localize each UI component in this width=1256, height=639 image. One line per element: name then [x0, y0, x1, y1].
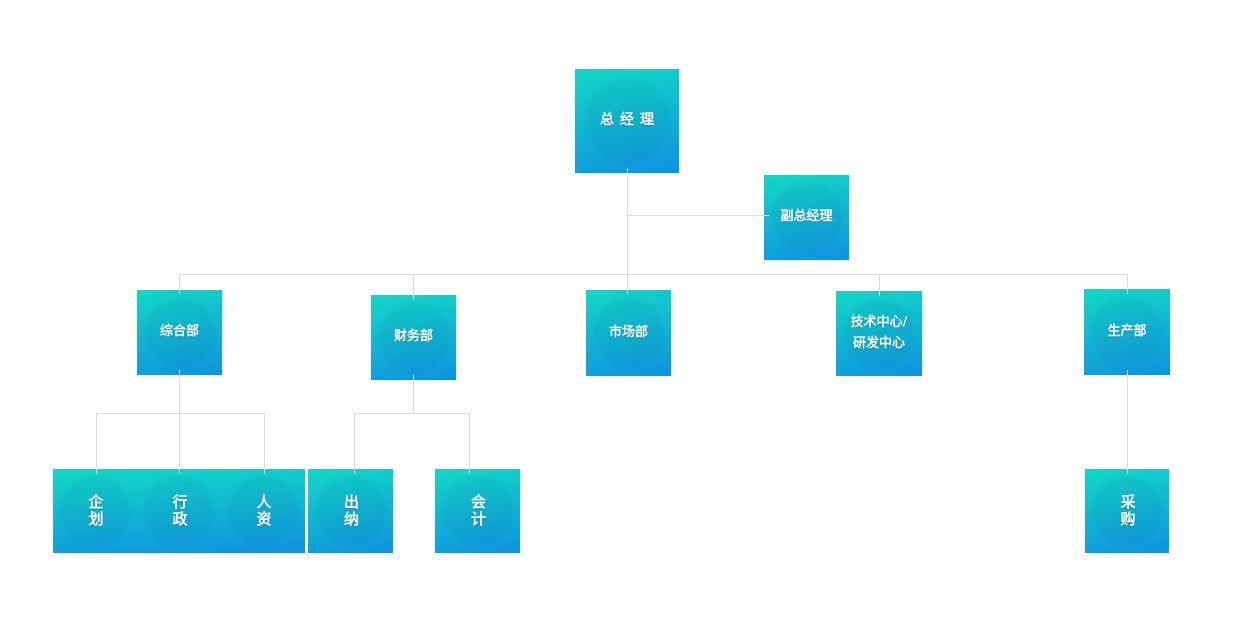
node-purchasing: 采购 [1085, 469, 1169, 553]
connector-line [179, 274, 1127, 275]
connector-tick [354, 469, 355, 474]
connector-line [179, 274, 180, 290]
connector-line [354, 413, 355, 469]
node-label: 人资 [254, 494, 273, 528]
connector-line [627, 274, 628, 291]
connector-tick [179, 370, 180, 375]
connector-tick [764, 215, 769, 216]
node-label: 副总经理 [780, 209, 833, 225]
node-general-affairs-dept: 综合部 [137, 290, 222, 375]
connector-tick [96, 469, 97, 474]
connector-line [1127, 274, 1128, 290]
node-label: 行政 [170, 494, 189, 528]
connector-line [413, 380, 414, 413]
connector-line [1127, 375, 1128, 469]
connector-line [179, 413, 180, 469]
connector-line [627, 215, 764, 216]
connector-tick [413, 375, 414, 380]
connector-line [879, 274, 880, 291]
node-tech-rd-center: 技术中心/ 研发中心 [836, 291, 922, 376]
node-label: 出纳 [342, 494, 360, 528]
node-label: 市场部 [608, 324, 648, 340]
node-production-dept: 生产部 [1084, 289, 1170, 375]
node-label: 企划 [86, 494, 105, 528]
connector-line [354, 413, 469, 414]
node-planning: 企划 [53, 469, 137, 553]
connector-line [264, 413, 265, 469]
connector-tick [1127, 469, 1128, 474]
node-cashier: 出纳 [308, 469, 393, 553]
node-label: 采购 [1118, 494, 1137, 528]
node-general-manager: 总经理 [575, 69, 679, 173]
node-label: 财务部 [393, 329, 433, 345]
connector-tick [179, 469, 180, 474]
connector-tick [264, 469, 265, 474]
connector-tick [1127, 370, 1128, 375]
node-label: 技术中心/ 研发中心 [850, 315, 908, 351]
node-group-general-affairs-children: 企划 行政 人资 [53, 469, 305, 553]
connector-line [413, 274, 414, 295]
connector-line [469, 413, 470, 469]
connector-tick [627, 290, 628, 295]
node-label: 生产部 [1107, 323, 1147, 339]
node-label: 综合部 [159, 324, 199, 340]
connector-tick [627, 168, 628, 173]
node-finance-dept: 财务部 [371, 295, 456, 380]
connector-line [627, 173, 628, 274]
node-administration: 行政 [137, 469, 221, 553]
connector-line [96, 413, 264, 414]
node-accounting: 会计 [435, 469, 520, 553]
connector-line [96, 413, 97, 469]
connector-line [179, 375, 180, 413]
node-label: 总经理 [600, 112, 660, 129]
connector-tick [179, 290, 180, 295]
node-marketing-dept: 市场部 [586, 290, 671, 376]
node-human-resources: 人资 [221, 469, 305, 553]
connector-tick [1127, 289, 1128, 294]
connector-tick [879, 291, 880, 296]
connector-tick [413, 295, 414, 300]
node-label: 会计 [469, 494, 487, 528]
node-deputy-general-manager: 副总经理 [764, 175, 849, 260]
connector-tick [469, 469, 470, 474]
